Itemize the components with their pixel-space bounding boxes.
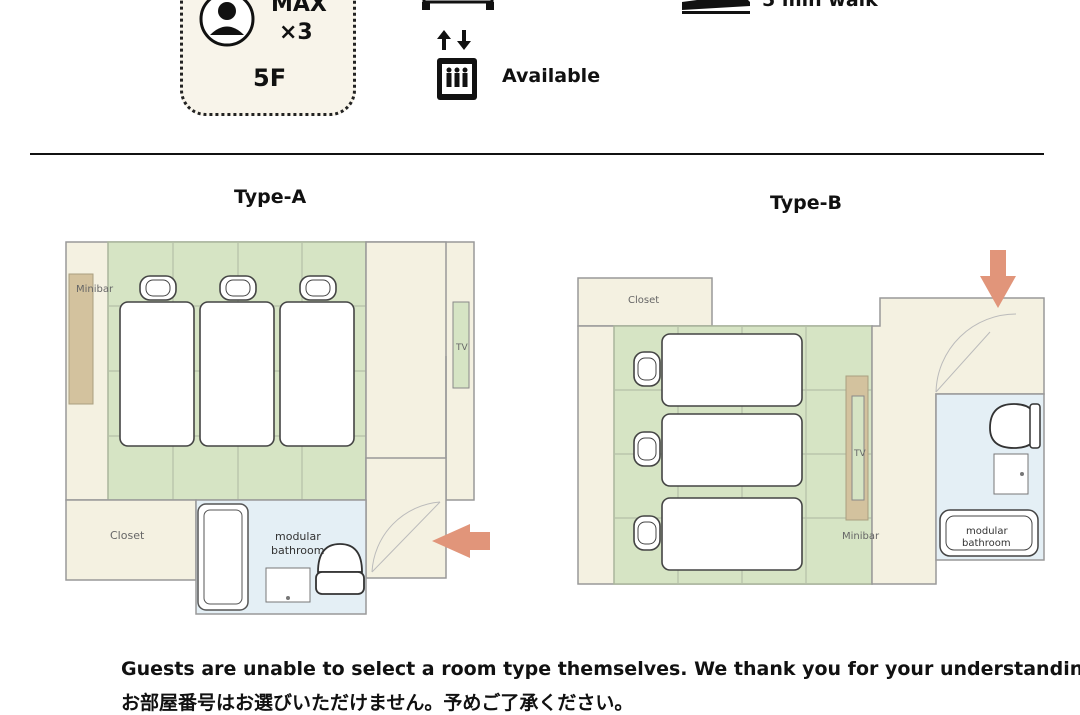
type-a-closet-label: Closet (110, 529, 145, 542)
type-a-bathroom-label-2: bathroom (271, 544, 324, 557)
access-text: 5 min walk (762, 0, 878, 11)
train-icon (682, 0, 750, 14)
type-b-closet-label: Closet (628, 295, 659, 306)
elevator-status: Available (502, 65, 601, 87)
bed-icon (422, 0, 494, 10)
type-b-floor-plan: Closet TV Minibar modular bathroom (577, 250, 1045, 585)
section-divider (30, 153, 1044, 155)
type-a-tv-label: TV (455, 343, 468, 353)
notice-english: Guests are unable to select a room type … (121, 658, 1080, 680)
floor-label: 5F (253, 64, 287, 92)
type-a-entrance-arrow-icon (432, 524, 490, 558)
type-b-bathroom-label-2: bathroom (962, 538, 1011, 549)
type-b-minibar-label: Minibar (842, 531, 880, 542)
type-b-title: Type-B (770, 192, 842, 214)
type-a-floor-plan: Minibar TV Closet modular bathroom (65, 241, 490, 615)
type-a-title: Type-A (234, 186, 307, 208)
type-a-minibar-label: Minibar (76, 284, 114, 295)
futon-beds (119, 275, 355, 447)
futon-beds (633, 333, 803, 571)
type-b-entrance-arrow-icon (980, 250, 1016, 308)
capacity-count: ×3 (279, 20, 313, 45)
type-a-bathroom-label-1: modular (275, 530, 321, 543)
person-icon (199, 0, 255, 47)
notice-japanese: お部屋番号はお選びいただけません。予めご了承ください。 (121, 692, 634, 714)
elevator-icon (437, 30, 477, 100)
type-b-bathroom-label-1: modular (966, 526, 1008, 537)
type-b-tv-label: TV (853, 449, 866, 459)
capacity-label: MAX (271, 0, 327, 17)
